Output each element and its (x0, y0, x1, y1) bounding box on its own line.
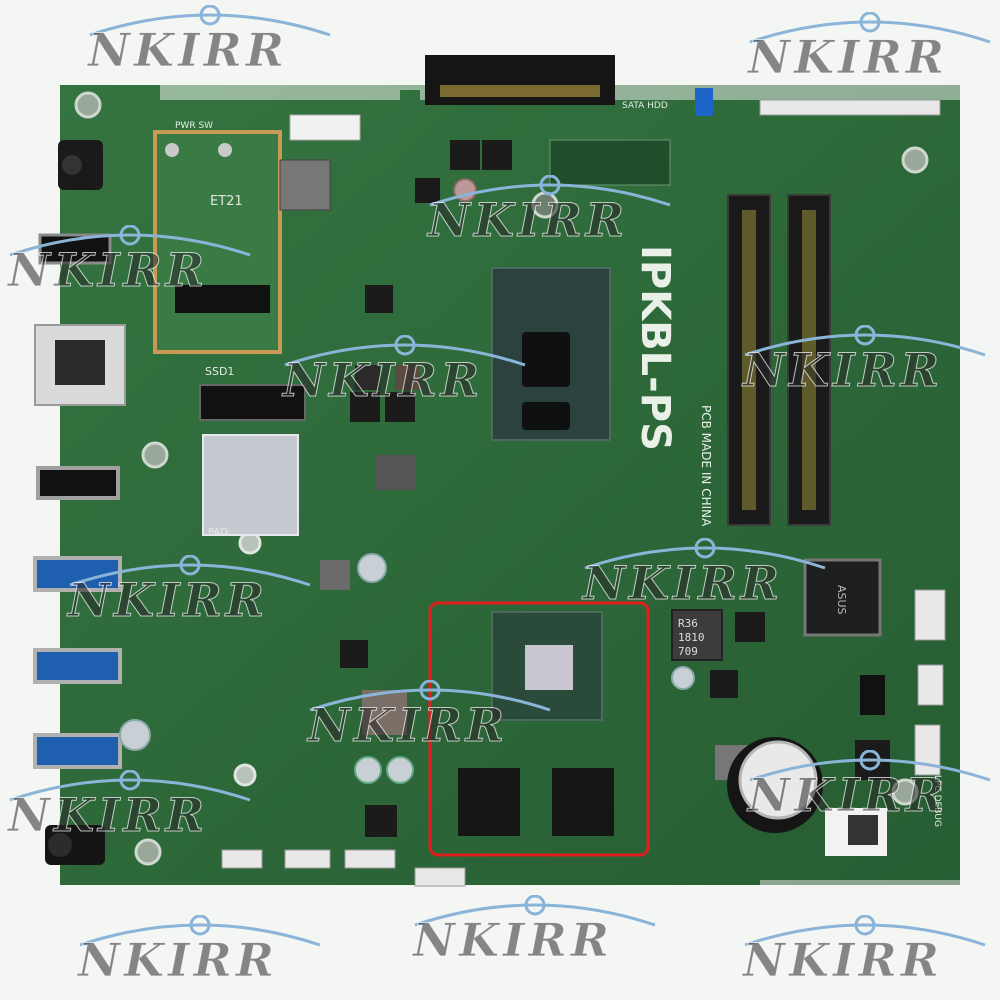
capacitor (357, 553, 387, 583)
capacitor (386, 756, 414, 784)
ic-chip (385, 392, 415, 422)
cpu-die (522, 332, 570, 387)
sata-pins (440, 85, 600, 97)
ic-chip (415, 178, 440, 203)
cmos-battery-cell (738, 740, 818, 820)
qr-code (848, 815, 878, 845)
inductor-label-1: R36 (678, 617, 698, 630)
mount-hole (74, 91, 102, 119)
usb2-port (36, 466, 120, 500)
vram-chip (458, 768, 520, 836)
sata-label: SATA HDD (622, 101, 668, 111)
model-silkscreen: IPKBL-PS (632, 245, 678, 451)
mount-hole (141, 441, 169, 469)
gpu-package (491, 611, 603, 721)
mount-hole (233, 763, 257, 787)
ic-chip (482, 140, 512, 170)
m2-connector (175, 285, 270, 313)
vram-chip (552, 768, 614, 836)
debug-label: LPC DEBUG (932, 775, 942, 827)
mount-hole (901, 146, 929, 174)
pch-die (522, 402, 570, 430)
standoff (165, 143, 179, 157)
usb3-port (33, 733, 122, 769)
thermal-pad (202, 434, 299, 536)
sata-connector (425, 55, 615, 105)
capacitor (671, 666, 695, 690)
watermark: NKIRR (275, 335, 535, 415)
watermark: NKIRR (735, 915, 995, 995)
gpu-highlight-box (428, 601, 650, 857)
origin-silkscreen: PCB MADE IN CHINA (699, 405, 713, 527)
small-connector (221, 849, 263, 869)
ic-chip (450, 140, 480, 170)
super-io-chip (803, 558, 882, 637)
inductor-label-3: 709 (678, 645, 698, 658)
super-io-label: ASUS (835, 585, 848, 615)
watermark: NKIRR (740, 12, 1000, 92)
watermark: NKIRR (420, 175, 680, 255)
watermark: NKIRR (0, 770, 260, 850)
ic-chip (365, 805, 397, 837)
watermark: NKIRR (0, 225, 260, 305)
watermark: NKIRR (70, 915, 330, 995)
ssd-connector (199, 384, 306, 421)
gpu-die (525, 645, 573, 690)
inductor (671, 609, 723, 661)
ic-chip (279, 159, 331, 211)
watermark: NKIRR (60, 555, 320, 635)
inductor-label-2: 1810 (678, 631, 705, 644)
ssd-label: SSD1 (205, 365, 234, 378)
ic-chip (735, 612, 765, 642)
watermark: NKIRR (735, 325, 995, 405)
pad-label: PAD (208, 527, 228, 538)
hdmi-port (38, 233, 112, 265)
watermark: NKIRR (740, 750, 1000, 830)
ethernet-socket (55, 340, 105, 385)
ic-chip (395, 365, 420, 390)
dimm-pins (742, 210, 756, 510)
ic-chip (710, 670, 738, 698)
small-connector (914, 589, 946, 641)
ic-chip (355, 365, 380, 390)
capacitor (354, 756, 382, 784)
watermark: NKIRR (300, 680, 560, 760)
ic-chip (320, 560, 350, 590)
small-connector (414, 867, 466, 887)
blue-jumper (695, 88, 713, 116)
capacitor (119, 719, 151, 751)
usb3-port (33, 648, 122, 684)
watermark: NKIRR (575, 538, 835, 618)
power-header (289, 114, 361, 141)
ic-chip (375, 455, 415, 490)
standoff (218, 143, 232, 157)
small-connector (284, 849, 331, 869)
ic-chip (365, 285, 393, 313)
mount-hole (134, 838, 162, 866)
dc-jack-hole (62, 155, 82, 175)
dimm-pins (802, 210, 816, 510)
audio-jack-hole (48, 833, 72, 857)
watermark: NKIRR (405, 895, 665, 975)
header-label: PWR SW (175, 121, 213, 131)
m2-card-outline (153, 130, 282, 354)
small-connector (344, 849, 396, 869)
watermark: NKIRR (80, 5, 340, 85)
ic-chip (340, 640, 368, 668)
slot-label: ET21 (210, 194, 243, 209)
ic-chip (350, 392, 380, 422)
pin-header (860, 675, 885, 715)
cmos-header (549, 139, 671, 186)
small-connector (917, 664, 944, 706)
lcd-connector (759, 99, 941, 116)
mount-hole (891, 778, 919, 806)
ic-chip (362, 690, 407, 735)
